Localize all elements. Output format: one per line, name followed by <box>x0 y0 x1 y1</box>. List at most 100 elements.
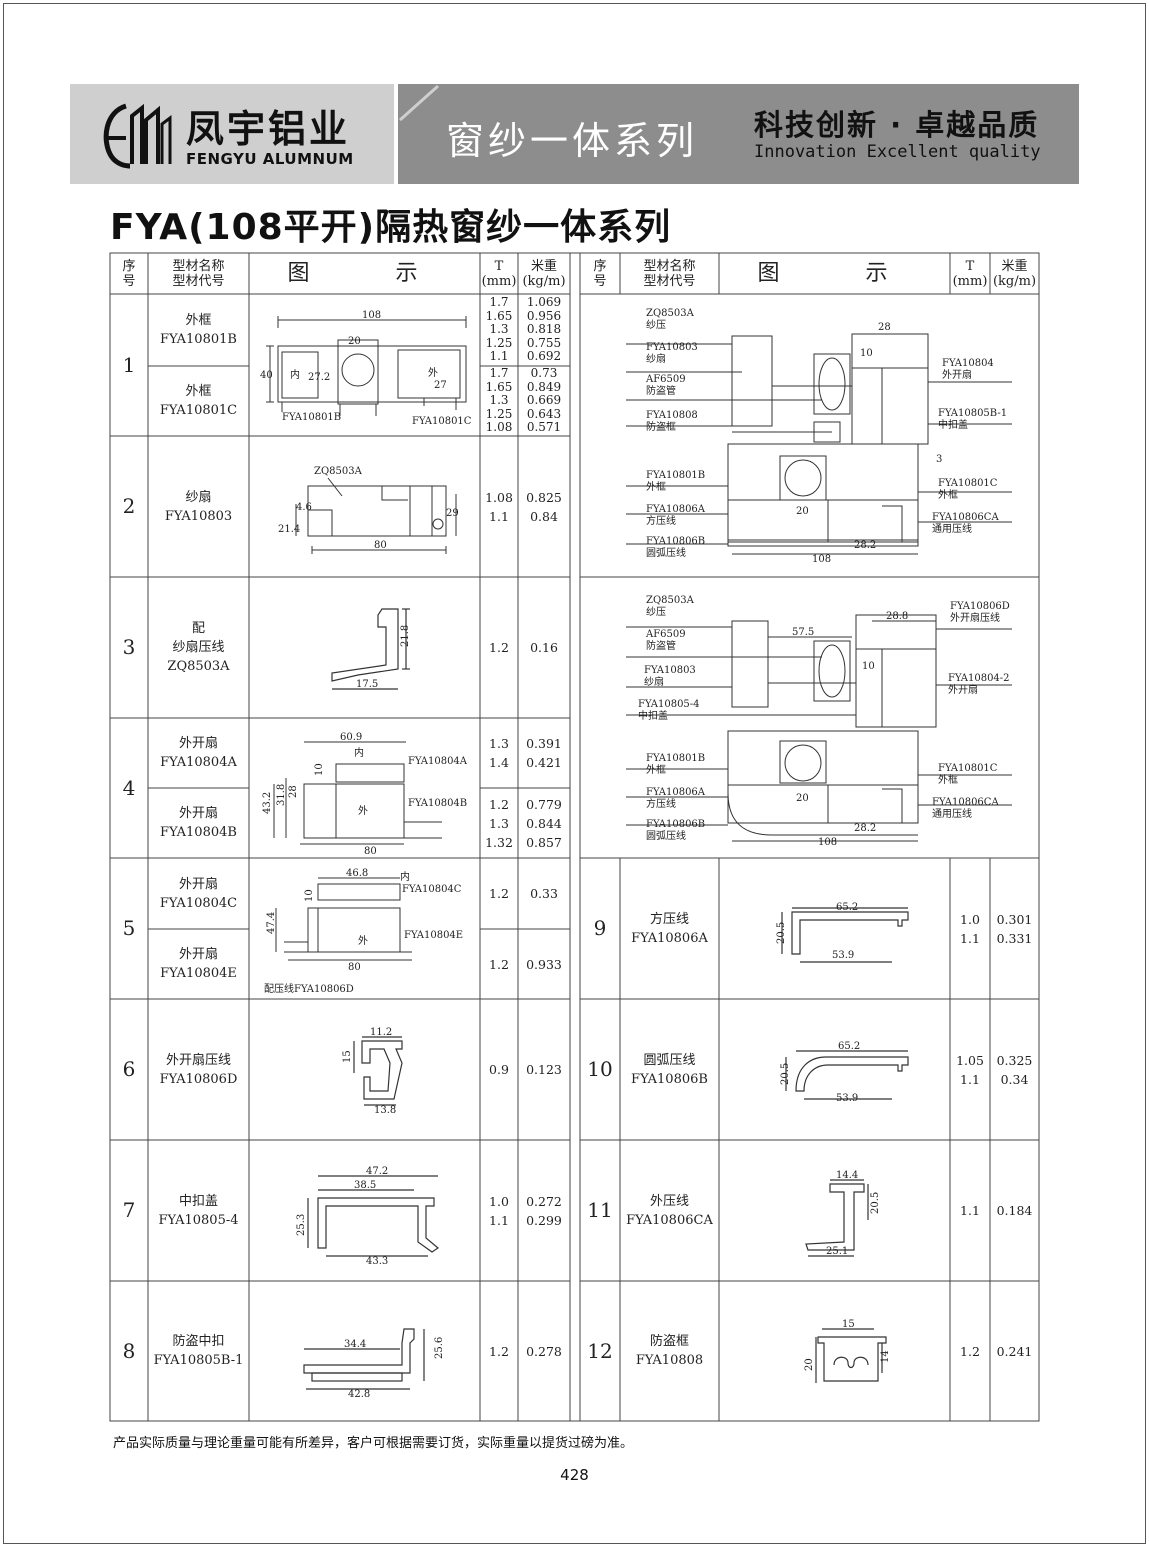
dim-label: 20.5 <box>780 1063 791 1085</box>
logo-panel: 凤宇铝业 FENGYU ALUMNUM <box>70 84 394 184</box>
dim-label: 25.1 <box>826 1246 848 1257</box>
profile-drawing: 11.2 15 13.8 <box>342 1027 403 1116</box>
dim-label: 20.5 <box>870 1192 881 1214</box>
row-no: 2 <box>122 494 136 518</box>
profile-drawing: 14.4 20.5 25.1 <box>805 1170 881 1257</box>
dim-label: 57.5 <box>792 627 814 638</box>
thickness-values: 0.9 <box>489 1062 509 1077</box>
row-no: 10 <box>587 1057 613 1081</box>
row-no: 4 <box>122 775 136 800</box>
header-t: T(mm) <box>481 258 517 289</box>
weight-values: 0.301 0.331 <box>996 911 1033 946</box>
header-no: 序号 <box>122 258 136 289</box>
weight-values: 0.779 0.844 0.857 <box>526 796 562 850</box>
dim-label: 28.2 <box>854 823 876 834</box>
footnote: 产品实际质量与理论重量可能有所差异，客户可根据需要订货，实际重量以提货过磅为准。 <box>113 1436 634 1451</box>
brand-name-cn: 凤宇铝业 <box>186 107 351 151</box>
dim-label: FYA10801B <box>282 412 341 423</box>
row-no: 3 <box>122 635 136 659</box>
weight-values: 0.325 0.34 <box>996 1052 1033 1087</box>
dim-label: 外 <box>358 935 368 947</box>
dim-label: 43.3 <box>366 1256 388 1267</box>
profile-drawing: 60.9 内 FYA10804A 10 43.2 31.8 28 外 FYA10… <box>262 732 468 855</box>
dim-label: 27.2 <box>308 372 330 383</box>
dim-label: 内 <box>354 746 364 759</box>
slogan-cn: 科技创新 · 卓越品质 <box>754 108 1040 142</box>
profile-drawing: ZQ8503A 21.4 4.6 29 80 <box>278 466 459 554</box>
dim-label: 27 <box>434 380 447 391</box>
dim-label: 80 <box>374 540 387 551</box>
thickness-values: 1.05 1.1 <box>956 1052 984 1087</box>
dim-label: 108 <box>812 554 831 565</box>
weight-values: 0.16 <box>530 640 558 655</box>
dim-label: 47.2 <box>366 1166 388 1177</box>
brand-name-en: FENGYU ALUMNUM <box>186 150 354 168</box>
thickness-values: 1.2 <box>489 640 509 655</box>
dim-label: 20 <box>796 506 809 517</box>
dim-label: 21.4 <box>278 524 300 535</box>
dim-label: 25.3 <box>296 1214 307 1236</box>
dim-label: 21.8 <box>400 625 411 647</box>
dim-label: 29 <box>446 508 459 519</box>
dim-label: 外 <box>358 805 368 817</box>
dim-label: 内 <box>290 368 300 381</box>
profile-drawing: 46.8 内 FYA10804C 10 47.4 外 FYA10804E 80 … <box>264 868 463 995</box>
dim-label: FYA10804B <box>408 798 467 809</box>
weight-values: 0.825 0.84 <box>526 489 562 524</box>
thickness-values: 1.7 1.65 1.3 1.25 1.08 <box>485 366 513 434</box>
dim-label: FYA10804E <box>404 930 463 941</box>
dim-label: 25.6 <box>434 1337 445 1359</box>
corner-slash-icon <box>398 84 440 122</box>
dim-label: 配压线FYA10806D <box>264 982 354 995</box>
dim-label: 60.9 <box>340 732 362 743</box>
thickness-values: 1.2 <box>489 1343 509 1359</box>
dim-label: 17.5 <box>356 679 378 690</box>
dim-label: 53.9 <box>832 950 854 961</box>
dim-label: 65.2 <box>836 902 858 913</box>
row-no: 6 <box>122 1057 136 1081</box>
dim-label: 28.8 <box>886 611 908 622</box>
weight-values: 0.123 <box>526 1062 562 1077</box>
dim-label: 28 <box>878 322 891 333</box>
dim-label: 10 <box>860 348 873 359</box>
dim-label: 31.8 <box>276 784 287 806</box>
dim-label: 47.4 <box>266 912 277 934</box>
dim-label: 10 <box>314 763 325 776</box>
dim-label: FYA10801C <box>412 416 472 427</box>
weight-values: 0.73 0.849 0.669 0.643 0.571 <box>526 366 562 434</box>
dim-label: 13.8 <box>374 1105 396 1116</box>
dim-label: 10 <box>304 889 315 902</box>
page-border <box>3 3 1146 1544</box>
thickness-values: 1.2 <box>489 956 509 972</box>
header-figure: 图 示 <box>287 261 442 286</box>
weight-values: 0.184 <box>996 1203 1033 1218</box>
dim-label: 外 <box>428 367 438 379</box>
weight-values: 0.241 <box>996 1343 1033 1359</box>
page-number: 428 <box>560 1466 589 1484</box>
dim-label: 43.2 <box>262 792 273 814</box>
